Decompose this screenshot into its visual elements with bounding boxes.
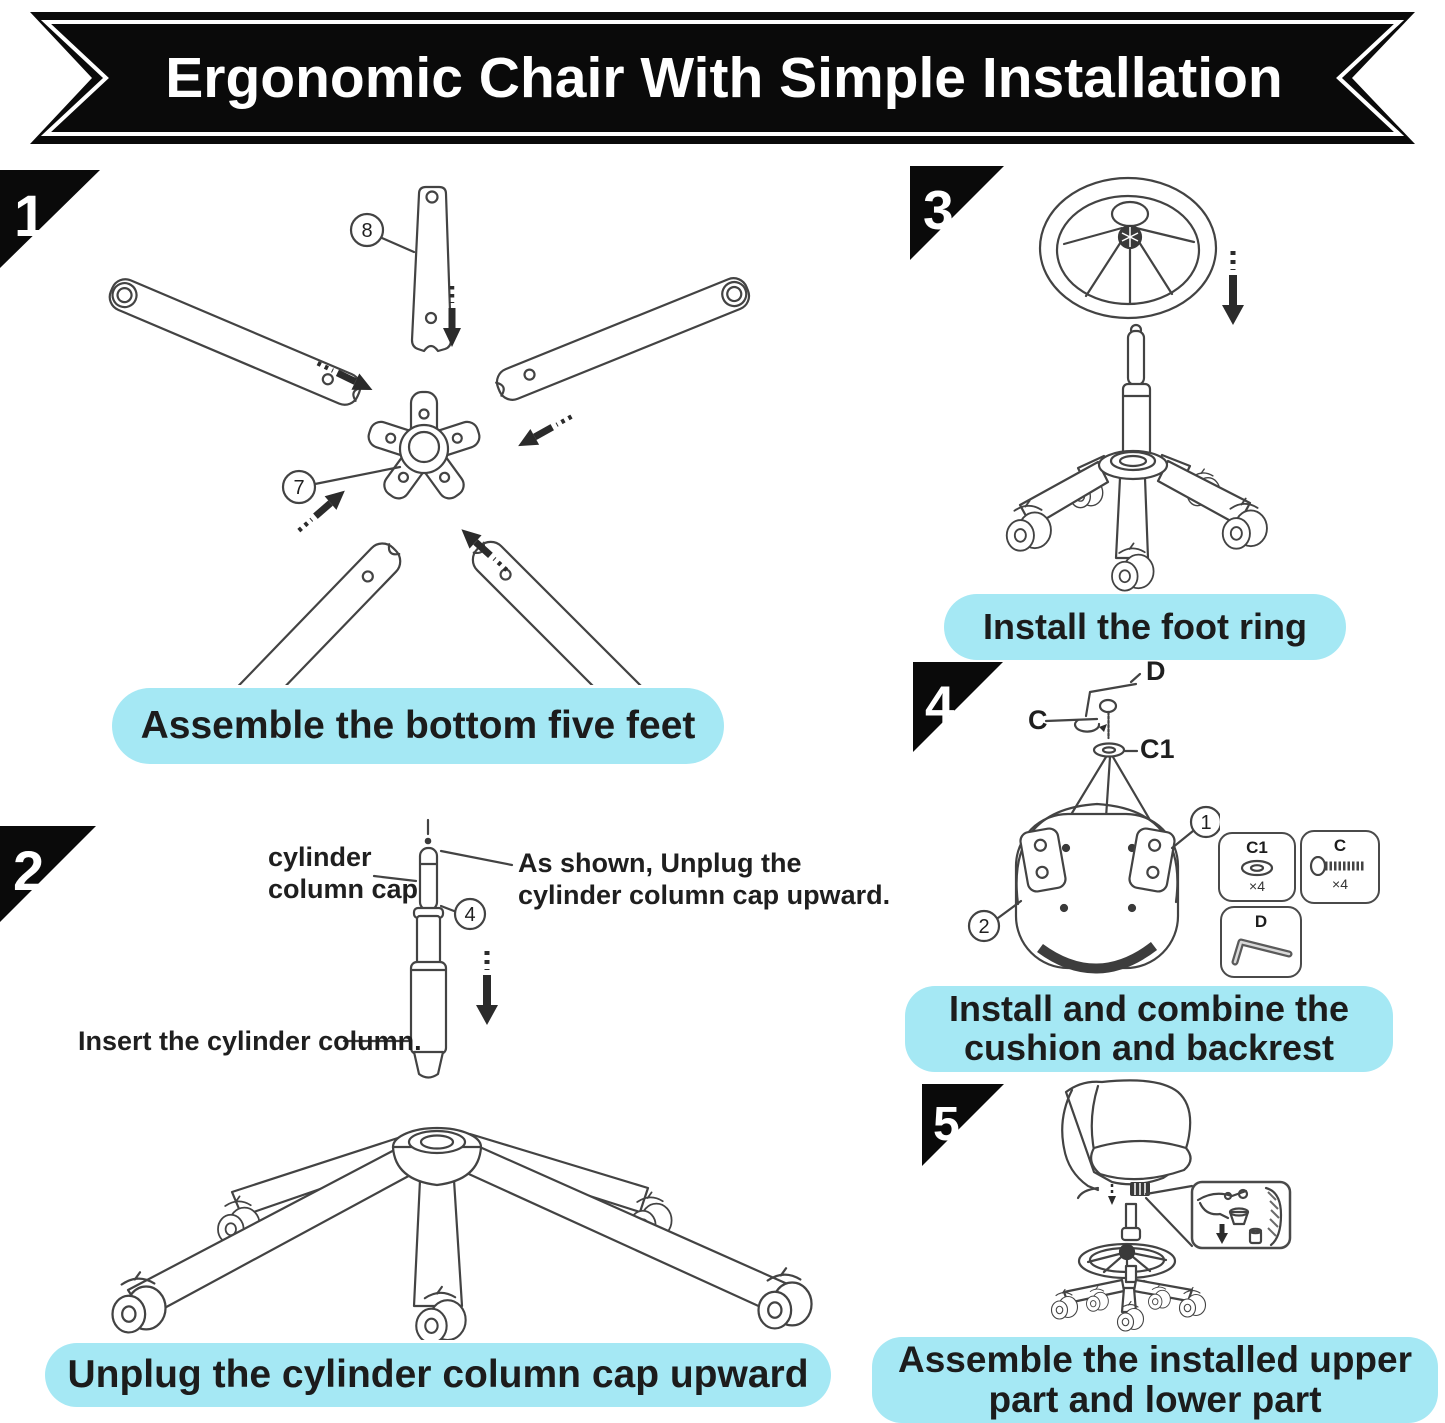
part-number-7: 7 — [293, 477, 304, 499]
part-callout-1: 1 — [1170, 805, 1220, 850]
part-callout-8: 8 — [349, 212, 416, 254]
step-4-caption: Install and combine the cushion and back… — [905, 986, 1393, 1072]
step-4-caption-line1: Install and combine the — [948, 988, 1350, 1030]
cap-label-line2: column cap — [268, 874, 418, 904]
tool-label-d: D — [1146, 656, 1166, 686]
page-title: Ergonomic Chair With Simple Installation — [165, 46, 1282, 110]
hardware-qty-c1: ×4 — [1249, 878, 1265, 894]
cap-label-line1: cylinder — [268, 842, 372, 872]
base-leg-upper-left — [108, 278, 363, 406]
step-3-number: 3 — [923, 179, 954, 241]
step-5-number: 5 — [933, 1098, 960, 1151]
gas-column — [1121, 323, 1152, 466]
banner-ribbon — [30, 12, 1415, 144]
hardware-label-c: C — [1333, 836, 1347, 855]
step-5-diagram — [1050, 1079, 1292, 1332]
step-1-number: 1 — [14, 184, 46, 249]
seat-bottom — [1014, 802, 1180, 974]
base-leg-lower-left — [178, 542, 402, 685]
step-3-caption: Install the foot ring — [944, 594, 1346, 660]
step-2-number: 2 — [13, 839, 44, 902]
hardware-label-d: D — [1254, 912, 1268, 931]
part-callout-2: 2 — [967, 899, 1023, 943]
washer-icon — [1240, 859, 1274, 877]
backrest-bracket-right — [1128, 827, 1176, 893]
base-leg-inserting — [410, 185, 453, 353]
zoom-inset-box — [1190, 1180, 1292, 1250]
part-number-1: 1 — [1200, 812, 1211, 834]
step-1-marker: 1 — [0, 170, 100, 268]
hardware-qty-c: ×4 — [1332, 876, 1348, 892]
title-banner: Ergonomic Chair With Simple Installation — [30, 12, 1415, 144]
allen-key-icon — [1231, 938, 1293, 966]
screw-icon — [1309, 856, 1365, 876]
washer-label-c1: C1 — [1140, 734, 1175, 764]
allen-key — [1073, 672, 1142, 733]
hardware-box-washer: C1 ×4 — [1218, 832, 1296, 902]
chair-base — [111, 1126, 813, 1340]
base-leg-upper-right — [495, 277, 751, 401]
part-callout-7: 7 — [281, 465, 402, 505]
step-1-caption: Assemble the bottom five feet — [112, 688, 724, 764]
unplug-note-line2: cylinder column cap upward. — [518, 880, 890, 910]
chair-base-small — [1050, 1278, 1207, 1332]
step-3-diagram — [1005, 176, 1268, 592]
adjustment-lever — [1076, 1186, 1100, 1200]
step-5-caption: Assemble the installed upper part and lo… — [872, 1337, 1438, 1423]
step-4-number: 4 — [925, 676, 955, 735]
backrest-bracket-left — [1019, 827, 1067, 893]
insert-label: Insert the cylinder column. — [78, 1026, 422, 1056]
step-5-marker: 5 — [922, 1084, 1004, 1166]
step-4-caption-line2: cushion and backrest — [963, 1027, 1335, 1068]
stool-base — [1005, 449, 1268, 592]
gas-cylinder — [409, 818, 448, 1079]
step-4-marker: 4 — [913, 662, 1003, 752]
step-5-caption-line2: part and lower part — [988, 1379, 1322, 1420]
part-number-4: 4 — [464, 904, 475, 926]
assembly-arrow-upper-right — [514, 409, 576, 454]
base-leg-lower-right — [471, 540, 707, 685]
step-2-marker: 2 — [0, 826, 96, 922]
step-1-diagram: 8 7 — [108, 185, 751, 685]
screw — [1098, 698, 1118, 740]
step-3-marker: 3 — [910, 166, 1004, 260]
assembled-chair — [1050, 1079, 1207, 1332]
part-callout-4: 4 — [439, 897, 487, 931]
step-3-caption-text: Install the foot ring — [983, 605, 1307, 647]
part-number-8: 8 — [361, 220, 372, 242]
base-hub — [367, 390, 481, 500]
part-number-2: 2 — [978, 916, 989, 938]
cylinder-column-cap — [418, 846, 439, 912]
step-2-diagram: cylinder column cap As shown, Unplug the… — [78, 818, 890, 1340]
step-1-caption-text: Assemble the bottom five feet — [140, 703, 696, 747]
hardware-box-screw: C ×4 — [1300, 830, 1380, 904]
step-2-caption: Unplug the cylinder column cap upward — [45, 1343, 831, 1407]
washer — [1092, 742, 1126, 758]
foot-ring — [1038, 176, 1218, 320]
unplug-note-line1: As shown, Unplug the — [518, 848, 802, 878]
install-down-arrow — [1222, 251, 1244, 325]
insert-down-arrow — [476, 951, 498, 1025]
step-5-caption-line1: Assemble the installed upper — [897, 1339, 1413, 1381]
step-4-diagram: D C C1 — [967, 656, 1220, 974]
step-2-caption-text: Unplug the cylinder column cap upward — [67, 1352, 809, 1396]
hardware-box-allen-key: D — [1220, 906, 1302, 978]
screw-label-c: C — [1028, 705, 1048, 735]
hardware-label-c1: C1 — [1246, 838, 1268, 857]
